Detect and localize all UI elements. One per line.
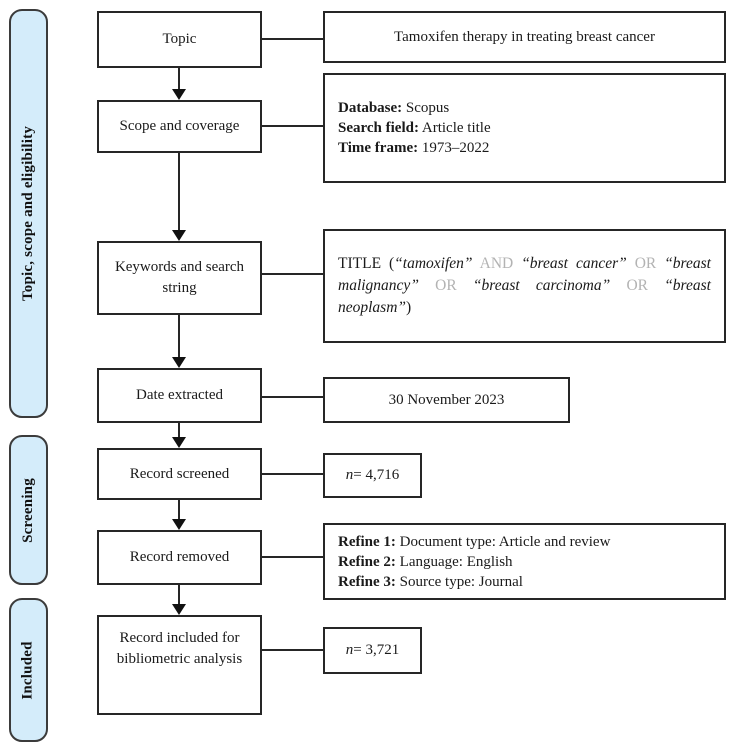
- step-box-topic: Topic: [97, 11, 262, 68]
- step-label: Topic: [162, 31, 197, 47]
- search-segment: AND: [472, 255, 522, 272]
- search-string-text: TITLE (“tamoxifen” AND “breast cancer” O…: [338, 253, 711, 319]
- search-segment: “tamoxifen”: [394, 255, 473, 272]
- refine-line-value: Document type: Article and review: [395, 533, 611, 550]
- search-segment: “breast malignancy”: [338, 255, 711, 294]
- scope-line-label: Search field:: [338, 120, 419, 136]
- date-extracted-text: 30 November 2023: [388, 391, 505, 408]
- n-value: = 3,721: [353, 642, 400, 658]
- detail-box-n-screened: n = 4,716: [323, 453, 422, 498]
- connector-line-topic: [262, 38, 323, 40]
- connector-line-screened: [262, 473, 323, 475]
- refine-line-value: Language: English: [395, 553, 513, 570]
- search-segment: “breast neoplasm”: [338, 277, 711, 316]
- arrow-down-icon: [172, 604, 186, 615]
- search-segment: OR: [418, 277, 473, 294]
- stage-screening: Screening: [9, 435, 48, 585]
- connector-line-date: [262, 396, 323, 398]
- scope-line-value: 1973–2022: [418, 140, 490, 156]
- search-segment: TITLE (: [338, 255, 395, 272]
- stage-topic-scope-eligibility: Topic, scope and eligibility: [9, 9, 48, 418]
- search-segment: OR: [610, 277, 665, 294]
- search-segment: ): [406, 299, 412, 316]
- step-label: Scope and coverage: [119, 118, 240, 134]
- detail-box-date-extracted: 30 November 2023: [323, 377, 570, 423]
- step-box-record-included: Record included for bibliometric analysi…: [97, 615, 262, 715]
- step-box-scope-coverage: Scope and coverage: [97, 100, 262, 153]
- stage-included: Included: [9, 598, 48, 742]
- connector-line-included: [262, 649, 323, 651]
- refine-line-label: Refine 3:: [338, 573, 396, 590]
- scope-line-label: Time frame:: [338, 140, 419, 156]
- step-label: Date extracted: [135, 387, 224, 403]
- detail-box-refine: Refine 1: Document type: Article and rev…: [323, 523, 726, 600]
- step-box-keywords-search-string: Keywords and search string: [97, 241, 262, 315]
- scope-line-value: Scopus: [402, 100, 450, 116]
- step-box-record-removed: Record removed: [97, 530, 262, 585]
- scope-line-label: Database:: [338, 100, 403, 116]
- step-box-date-extracted: Date extracted: [97, 368, 262, 423]
- detail-box-scope: Database: Scopus Search field: Article t…: [323, 73, 726, 183]
- arrow-down-icon: [172, 89, 186, 100]
- stage-label: Included: [20, 640, 37, 700]
- step-label: Record screened: [129, 465, 230, 482]
- flow-arrow-shaft: [178, 153, 180, 230]
- n-value: = 4,716: [353, 467, 400, 483]
- scope-line-value: Article title: [418, 120, 491, 136]
- flow-arrow-shaft: [178, 423, 180, 437]
- refine-line-value: Source type: Journal: [395, 573, 523, 590]
- arrow-down-icon: [172, 437, 186, 448]
- refine-line-2: Refine 2: Language: English: [338, 552, 711, 572]
- step-label: Keywords and search string: [114, 259, 245, 296]
- flow-arrow-shaft: [178, 500, 180, 519]
- refine-line-label: Refine 1:: [338, 533, 396, 550]
- connector-line-scope: [262, 125, 323, 127]
- arrow-down-icon: [172, 357, 186, 368]
- refine-line-label: Refine 2:: [338, 553, 396, 570]
- detail-box-topic: Tamoxifen therapy in treating breast can…: [323, 11, 726, 63]
- scope-line-search-field: Search field: Article title: [338, 118, 711, 138]
- n-variable: n: [345, 642, 354, 658]
- detail-box-search-string: TITLE (“tamoxifen” AND “breast cancer” O…: [323, 229, 726, 343]
- topic-text: Tamoxifen therapy in treating breast can…: [394, 28, 655, 45]
- connector-line-keywords: [262, 273, 323, 275]
- arrow-down-icon: [172, 519, 186, 530]
- connector-line-removed: [262, 556, 323, 558]
- stage-label: Topic, scope and eligibility: [20, 125, 37, 302]
- step-label: Record removed: [129, 549, 230, 565]
- step-box-record-screened: Record screened: [97, 448, 262, 500]
- refine-line-1: Refine 1: Document type: Article and rev…: [338, 532, 711, 552]
- search-segment: “breast carcinoma”: [472, 277, 611, 294]
- detail-box-n-included: n = 3,721: [323, 627, 422, 674]
- search-segment: “breast cancer”: [521, 255, 627, 272]
- scope-line-database: Database: Scopus: [338, 98, 711, 118]
- n-variable: n: [345, 467, 354, 483]
- scope-line-time-frame: Time frame: 1973–2022: [338, 138, 711, 158]
- arrow-down-icon: [172, 230, 186, 241]
- stage-label: Screening: [20, 477, 37, 543]
- flow-arrow-shaft: [178, 315, 180, 357]
- refine-line-3: Refine 3: Source type: Journal: [338, 572, 711, 592]
- step-label: Record included for bibliometric analysi…: [116, 630, 243, 667]
- flow-arrow-shaft: [178, 68, 180, 89]
- flow-arrow-shaft: [178, 585, 180, 604]
- search-segment: OR: [626, 255, 665, 272]
